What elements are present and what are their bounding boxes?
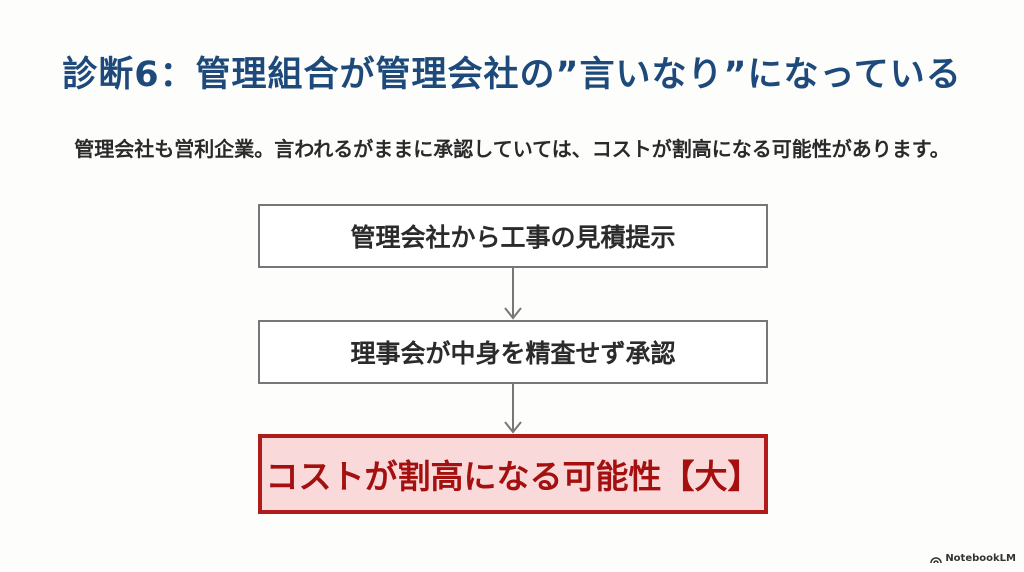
watermark-label: NotebookLM [945, 553, 1016, 564]
flow-step-label: 理事会が中身を精査せず承認 [350, 339, 676, 368]
page-title: 診断6：管理組合が管理会社の”言いなり”になっている [62, 55, 962, 95]
notebooklm-logo-icon [930, 557, 943, 563]
flow-step-result: コストが割高になる可能性【大】 [258, 434, 768, 514]
flow-step-label: 管理会社から工事の見積提示 [350, 223, 676, 252]
flow-step-approval: 理事会が中身を精査せず承認 [258, 320, 768, 384]
subtitle: 管理会社も営利企業。言われるがままに承認していては、コストが割高になる可能性があ… [74, 137, 950, 161]
arrow-down-icon [504, 268, 522, 320]
flow-step-label: コストが割高になる可能性【大】 [265, 457, 761, 496]
arrow-down-icon [504, 384, 522, 434]
watermark: NotebookLM [930, 553, 1016, 564]
flow-step-quote: 管理会社から工事の見積提示 [258, 204, 768, 268]
